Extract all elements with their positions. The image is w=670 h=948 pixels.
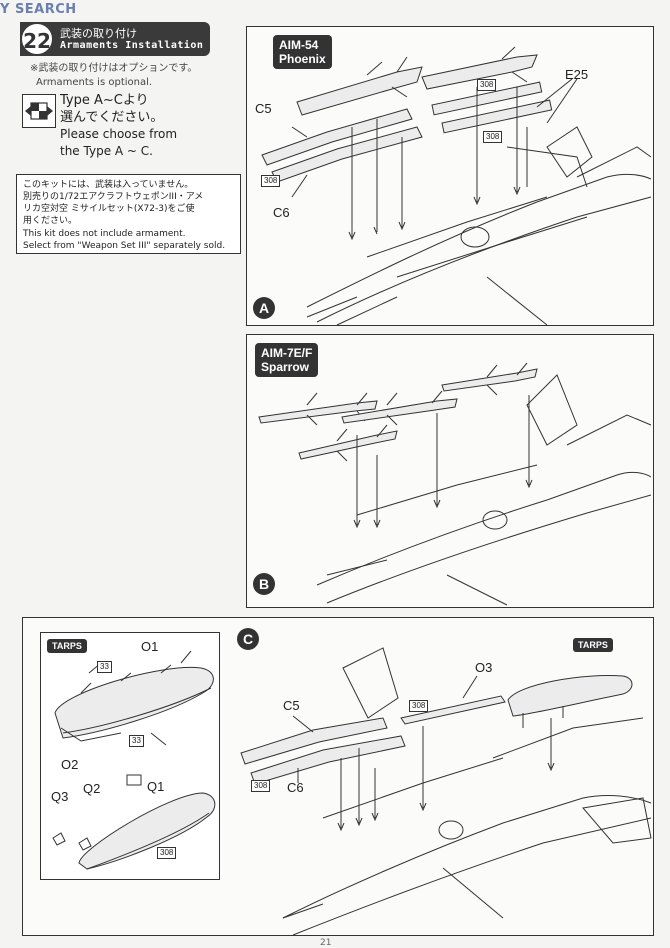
- label-c5: C5: [283, 698, 300, 713]
- type-jp-1: Type A~Cより: [60, 93, 149, 108]
- caution-en-1: This kit does not include armament.: [23, 229, 186, 239]
- part-number-308: 308: [409, 700, 429, 712]
- site-watermark: Y SEARCH: [0, 2, 77, 17]
- caution-jp-3: リカ空対空 ミサイルセット(X72-3)をご使: [23, 204, 195, 214]
- page-number: 21: [320, 938, 332, 948]
- aim7-tag-line2: Sparrow: [261, 360, 310, 374]
- part-number-308: 308: [483, 131, 503, 143]
- step-title-en: Armaments Installation: [60, 40, 204, 51]
- type-en-1: Please choose from: [60, 127, 178, 141]
- watermark-part2: Y SEARCH: [0, 2, 77, 17]
- label-q3: Q3: [51, 789, 69, 804]
- part-number-308: 308: [251, 780, 271, 792]
- panel-c-drawing: [240, 647, 652, 936]
- choose-type-icon: [22, 94, 56, 128]
- variant-letter-a: A: [253, 297, 275, 319]
- label-c6: C6: [287, 780, 304, 795]
- caution-en-2: Select from "Weapon Set III" separately …: [23, 241, 226, 251]
- caution-jp-1: このキットには、武装は入っていません。: [23, 180, 194, 190]
- tarps-tag: TARPS: [573, 638, 613, 652]
- aim7-tag: AIM-7E/F Sparrow: [255, 343, 319, 377]
- label-o3: O3: [475, 660, 493, 675]
- part-number-33: 33: [129, 735, 144, 747]
- label-o1: O1: [141, 639, 159, 654]
- aim54-tag: AIM-54 Phoenix: [273, 35, 332, 69]
- panel-a-phoenix: AIM-54 Phoenix C5 C6 E25 308 308 308 A: [246, 26, 654, 326]
- part-number-33: 33: [97, 661, 112, 673]
- label-q2: Q2: [83, 781, 101, 796]
- label-e25: E25: [565, 67, 589, 82]
- label-c5: C5: [255, 101, 272, 116]
- step-number: 22: [20, 22, 54, 56]
- label-c6: C6: [273, 205, 290, 220]
- part-number-308: 308: [157, 847, 177, 859]
- aim54-tag-line2: Phoenix: [279, 52, 326, 66]
- variant-letter-b: B: [253, 573, 275, 595]
- label-q1: Q1: [147, 779, 165, 794]
- panel-b-sparrow: AIM-7E/F Sparrow B: [246, 334, 654, 608]
- variant-letter-c: C: [237, 628, 259, 650]
- optional-note-en: Armaments is optional.: [36, 77, 153, 88]
- part-number-308: 308: [261, 175, 281, 187]
- step-title-jp: 武装の取り付け: [60, 27, 137, 40]
- panel-a-drawing: [261, 46, 652, 326]
- label-o2: O2: [61, 757, 79, 772]
- panel-b-drawing: [258, 362, 652, 606]
- inset-tarps-tag: TARPS: [47, 639, 87, 653]
- type-en-2: the Type A ~ C.: [60, 144, 153, 158]
- aim54-tag-line1: AIM-54: [279, 38, 319, 52]
- part-number-308: 308: [477, 79, 497, 91]
- caution-jp-2: 別売りの1/72エアクラフトウェポンIII・アメ: [23, 192, 204, 202]
- tarps-assembly-inset: TARPS O1 O2 Q1 Q2 Q3 33 33 308: [40, 632, 220, 880]
- type-jp-2: 選んでください。: [60, 110, 164, 125]
- aim7-tag-line1: AIM-7E/F: [261, 346, 313, 360]
- inset-drawing: [52, 650, 216, 870]
- optional-note-jp: ※武装の取り付けはオプションです。: [30, 63, 198, 74]
- step-header: 22 武装の取り付け Armaments Installation: [20, 22, 210, 56]
- caution-jp-4: 用ください。: [23, 216, 78, 226]
- choose-type-text: Type A~Cより 選んでください。 Please choose from t…: [60, 92, 177, 160]
- caution-box: このキットには、武装は入っていません。 別売りの1/72エアクラフトウェポンII…: [16, 174, 241, 254]
